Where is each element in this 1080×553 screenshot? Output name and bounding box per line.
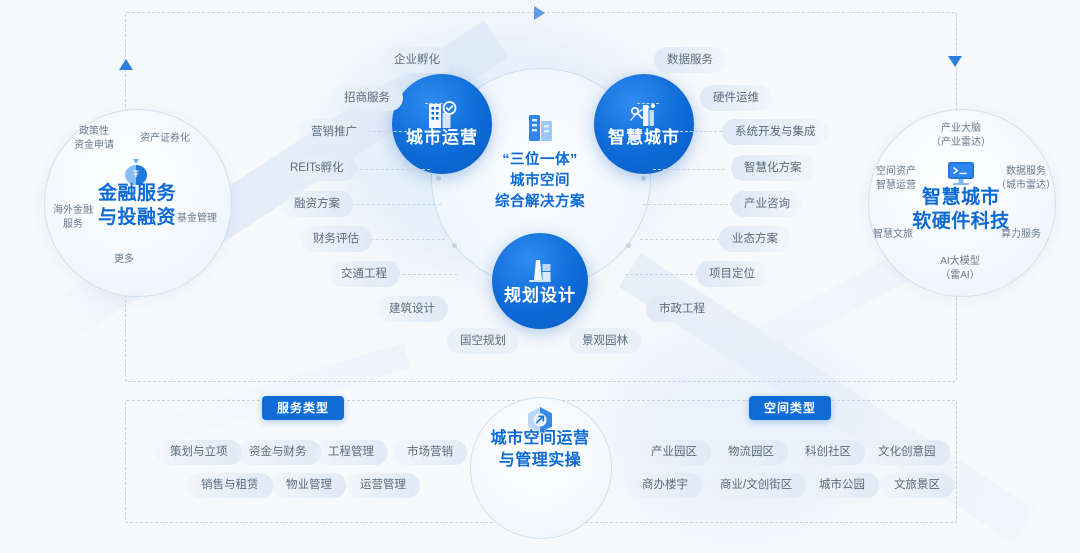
finance-circle[interactable] xyxy=(44,109,232,297)
space-tag-5[interactable]: 商业/文创街区 xyxy=(706,473,807,498)
tag-bottom-1[interactable]: 景观园林 xyxy=(569,328,641,354)
service-tag-6[interactable]: 运营管理 xyxy=(346,473,420,498)
leader-line-left-3 xyxy=(347,131,407,132)
tech-title-line2: 软硬件科技 xyxy=(912,211,1010,233)
center-headline-line1: “三位一体” xyxy=(502,152,578,168)
node-city-operation-label: 城市运营 xyxy=(406,128,478,147)
node-planning-design[interactable]: 规划设计 xyxy=(492,233,588,329)
center-headline-line2: 城市空间 xyxy=(510,173,570,190)
smart-network-icon xyxy=(630,104,655,126)
leader-line-left-2 xyxy=(425,103,447,104)
center-headline: “三位一体” 城市空间 综合解决方案 xyxy=(460,150,620,213)
finance-kw-asset-securitization: 资产证券化 xyxy=(140,133,190,144)
leader-line-left-4 xyxy=(345,169,430,170)
service-type-badge[interactable]: 服务类型 xyxy=(262,396,345,420)
finance-circle-title: 金融服务 与投融资 xyxy=(44,182,230,231)
tag-right-6[interactable]: 项目定位 xyxy=(696,261,768,287)
tech-kw-space-asset-ops: 空间资产智慧运营 xyxy=(876,166,916,191)
space-type-badge[interactable]: 空间类型 xyxy=(749,396,832,420)
leader-line-right-6 xyxy=(640,239,725,240)
leader-line-left-7 xyxy=(372,274,457,275)
tech-circle[interactable] xyxy=(868,109,1056,297)
ring-dot-lower-right xyxy=(626,243,631,248)
tag-left-2[interactable]: 营销推广 xyxy=(298,119,370,145)
node-city-operation[interactable]: 城市运营 xyxy=(392,74,492,174)
space-tag-1[interactable]: 物流园区 xyxy=(714,440,788,465)
tag-right-5[interactable]: 业态方案 xyxy=(719,226,791,252)
leader-line-right-5 xyxy=(643,204,733,205)
blueprint-tower-icon xyxy=(529,260,551,282)
city-building-check-icon xyxy=(429,101,457,128)
tech-kw-industry-brain: 产业大脑（产业雷达） xyxy=(931,123,991,148)
node-smart-city-label: 智慧城市 xyxy=(608,128,680,147)
tech-kw-ai-model: AI大模型（雷AI） xyxy=(940,256,980,281)
space-tag-2[interactable]: 科创社区 xyxy=(791,440,865,465)
hexagon-arrow-icon xyxy=(528,407,552,433)
tag-left-4[interactable]: 融资方案 xyxy=(281,191,353,217)
leader-line-right-3 xyxy=(680,131,722,132)
leader-line-left-5 xyxy=(336,204,441,205)
finance-kw-overseas-finance: 海外金融服务 xyxy=(53,205,93,230)
tech-kw-data-service: 数据服务（城市雷达） xyxy=(996,166,1056,191)
tag-right-4[interactable]: 产业咨询 xyxy=(731,191,803,217)
service-tag-5[interactable]: 物业管理 xyxy=(272,473,346,498)
money-bag-icon xyxy=(125,159,147,185)
space-tag-3[interactable]: 文化创意园 xyxy=(864,440,950,465)
practice-title-line2: 与管理实操 xyxy=(498,452,582,470)
tag-bottom-0[interactable]: 国空规划 xyxy=(447,328,519,354)
service-tag-1[interactable]: 资金与财务 xyxy=(235,440,321,465)
tag-left-6[interactable]: 交通工程 xyxy=(328,261,400,287)
tech-kw-smart-tourism: 智慧文旅 xyxy=(873,229,913,240)
space-tag-4[interactable]: 商办楼宇 xyxy=(628,473,702,498)
leader-line-right-4 xyxy=(653,169,725,170)
leader-line-left-6 xyxy=(340,239,445,240)
service-tag-0[interactable]: 策划与立项 xyxy=(156,440,242,465)
building-icon xyxy=(529,115,552,141)
finance-title-line2: 与投融资 xyxy=(97,207,176,229)
space-tag-6[interactable]: 城市公园 xyxy=(805,473,879,498)
tech-circle-title: 智慧城市 软硬件科技 xyxy=(868,186,1054,235)
tech-kw-computing-service: 算力服务 xyxy=(1001,229,1041,240)
service-tag-4[interactable]: 销售与租赁 xyxy=(187,473,273,498)
ring-dot-left xyxy=(436,176,441,181)
tag-right-7[interactable]: 市政工程 xyxy=(646,296,718,322)
finance-kw-policy-funding: 政策性资金申请 xyxy=(74,126,114,151)
leader-line-right-7 xyxy=(625,274,698,275)
tag-right-3[interactable]: 智慧化方案 xyxy=(731,155,815,181)
tag-right-1[interactable]: 硬件运维 xyxy=(700,85,772,111)
tag-left-3[interactable]: REITs孵化 xyxy=(277,155,357,181)
practice-circle-title: 城市空间运营 与管理实操 xyxy=(470,428,610,473)
finance-title-line1: 金融服务 xyxy=(97,183,176,204)
finance-kw-more: 更多 xyxy=(114,254,134,265)
tag-right-0[interactable]: 数据服务 xyxy=(654,47,726,73)
tag-left-7[interactable]: 建筑设计 xyxy=(376,296,448,322)
frame-arrow-right-top-icon xyxy=(534,6,545,20)
finance-kw-fund-management: 基金管理 xyxy=(177,213,217,224)
tag-left-0[interactable]: 企业孵化 xyxy=(381,47,453,73)
node-smart-city[interactable]: 智慧城市 xyxy=(594,74,694,174)
leader-line-right-2 xyxy=(637,103,659,104)
space-tag-0[interactable]: 产业园区 xyxy=(637,440,711,465)
ring-dot-lower-left xyxy=(452,243,457,248)
tag-left-1[interactable]: 招商服务 xyxy=(331,85,403,111)
monitor-terminal-icon xyxy=(948,162,974,185)
ring-dot-right xyxy=(641,176,646,181)
practice-title-line1: 城市空间运营 xyxy=(490,430,590,447)
frame-arrow-down-right-icon xyxy=(948,56,962,67)
node-planning-design-label: 规划设计 xyxy=(504,286,576,305)
service-tag-2[interactable]: 工程管理 xyxy=(314,440,388,465)
tag-left-5[interactable]: 财务评估 xyxy=(300,226,372,252)
frame-arrow-up-left-icon xyxy=(119,59,133,70)
space-tag-7[interactable]: 文旅景区 xyxy=(880,473,954,498)
tech-title-line1: 智慧城市 xyxy=(921,187,1000,208)
tag-right-2[interactable]: 系统开发与集成 xyxy=(722,119,829,145)
service-tag-3[interactable]: 市场营销 xyxy=(393,440,467,465)
center-headline-line3: 综合解决方案 xyxy=(495,194,585,211)
